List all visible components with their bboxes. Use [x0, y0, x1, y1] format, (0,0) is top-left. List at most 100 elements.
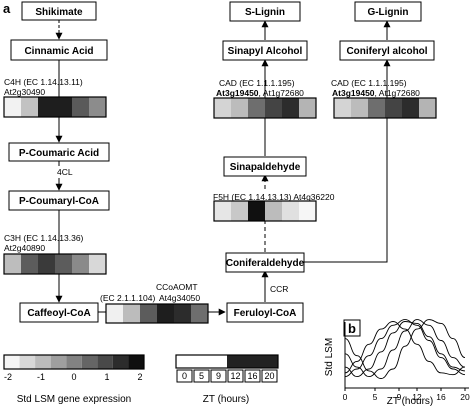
zt-shade: [210, 355, 227, 368]
zt-legend-label: ZT (hours): [203, 394, 250, 405]
heatmap-cad-s: [213, 97, 317, 119]
node-box: [226, 302, 304, 323]
label-mask: [212, 191, 324, 202]
legend-tick: 0: [71, 372, 76, 382]
node-label: P-Coumaryl-CoA: [19, 196, 99, 207]
heatmap-c4h: [3, 96, 107, 118]
heatmap-cell: [21, 254, 38, 274]
node-box: [19, 302, 99, 323]
heatmap-border: [333, 97, 437, 119]
heatmap-ccoaomt: [105, 303, 209, 324]
c3h-gene: At2g40890: [4, 243, 45, 253]
panel-a-label: a: [3, 1, 11, 16]
heatmap-border: [105, 303, 209, 324]
4cl-label: 4CL: [57, 167, 73, 177]
node-box: [8, 190, 110, 211]
chart-series-line-3: [344, 319, 466, 378]
panel-b-label-box: [343, 319, 361, 337]
zt-tick-box: [210, 369, 227, 383]
ccoaomt-gene: At4g34050: [159, 293, 200, 303]
heatmap-cell: [106, 304, 123, 323]
legend-swatch: [4, 355, 20, 369]
node-cinnamic-acid: Cinnamic Acid: [10, 39, 108, 61]
heatmap-cell: [140, 304, 157, 323]
zt-tick: 5: [199, 371, 204, 381]
panel-b-label: b: [348, 321, 356, 336]
node-label: Feruloyl-CoA: [234, 308, 297, 319]
node-sinapaldehyde: Sinapaldehyde: [223, 156, 307, 177]
zt-shade-border: [175, 354, 279, 369]
zt-tick-box: [244, 369, 261, 383]
node-box: [354, 1, 422, 22]
zt-tick: 9: [216, 371, 221, 381]
heatmap-cell: [214, 98, 231, 118]
cad-s-gene-bold: At3g19450: [216, 88, 259, 98]
heatmap-cell: [299, 201, 316, 221]
heatmap-cell: [4, 97, 21, 117]
node-g-lignin: G-Lignin: [354, 1, 422, 22]
zt-tick: 20: [264, 371, 274, 381]
zt-tick-box: [261, 369, 278, 383]
heatmap-f5h: [213, 200, 317, 222]
node-label: Cinnamic Acid: [24, 46, 93, 57]
zt-tick-box: [193, 369, 210, 383]
heatmap-cell: [282, 98, 299, 118]
legend-tick: -2: [4, 372, 12, 382]
cad-g-genes: At3g19450, At1g72680: [332, 88, 420, 98]
zt-shade: [176, 355, 193, 368]
legend-tick: 1: [104, 372, 109, 382]
chart-ylabel: Std LSM: [324, 338, 335, 376]
chart-series-line-2: [344, 321, 466, 378]
node-sinapyl-alcohol: Sinapyl Alcohol: [222, 40, 308, 61]
node-label: Shikimate: [35, 7, 83, 18]
legend-swatch: [50, 355, 67, 369]
heatmap-c3h: [3, 253, 107, 275]
node-label: Sinapaldehyde: [230, 162, 301, 173]
node-feruloyl-coa: Feruloyl-CoA: [226, 302, 304, 323]
legend-swatch: [97, 355, 113, 369]
legend-tick: 2: [137, 372, 142, 382]
heatmap-cell: [248, 201, 265, 221]
node-box: [223, 156, 307, 177]
heatmap-cell: [368, 98, 385, 118]
zt-tick: 12: [230, 371, 240, 381]
heatmap-cell: [191, 304, 208, 323]
node-label: Sinapyl Alcohol: [228, 46, 303, 57]
arrow-coniferaldehyde-coniferyl: [304, 59, 391, 263]
heatmap-cell: [248, 98, 265, 118]
heatmap-border: [213, 200, 317, 222]
chart-x-tick-label: 12: [412, 392, 422, 402]
gene-legend-label: Std LSM gene expression: [17, 394, 132, 405]
heatmap-cell: [21, 97, 38, 117]
heatmap-border: [3, 96, 107, 118]
heatmap-cell: [55, 97, 72, 117]
chart-x-tick-label: 20: [460, 392, 470, 402]
node-box: [225, 252, 305, 273]
ccoaomt-label: CCoAOMT: [156, 282, 198, 292]
heatmap-cell: [157, 304, 174, 323]
node-label: Caffeoyl-CoA: [27, 308, 90, 319]
pathway-arrows: [55, 20, 391, 316]
heatmap-cell: [231, 98, 248, 118]
f5h-label: F5H (EC 1.14.13.13) At4g36220: [213, 192, 335, 202]
heatmap-cell: [282, 201, 299, 221]
heatmap-cell: [299, 98, 316, 118]
node-box: [21, 1, 97, 21]
heatmap-cell: [55, 254, 72, 274]
cad-s-label: CAD (EC 1.1.1.195): [219, 78, 295, 88]
heatmap-cell: [265, 201, 282, 221]
heatmap-cell: [38, 97, 55, 117]
legend-swatch: [35, 355, 51, 369]
heatmap-cell: [4, 254, 21, 274]
chart-x-tick-label: 16: [436, 392, 446, 402]
node-p-coumaryl-coa: P-Coumaryl-CoA: [8, 190, 110, 211]
zt-shade: [244, 355, 261, 368]
legend-swatch: [66, 355, 82, 369]
chart-x-tick-label: 5: [373, 392, 378, 402]
node-s-lignin: S-Lignin: [229, 1, 301, 22]
cad-g-label: CAD (EC 1.1.1.195): [331, 78, 407, 88]
heatmap-cell: [334, 98, 351, 118]
